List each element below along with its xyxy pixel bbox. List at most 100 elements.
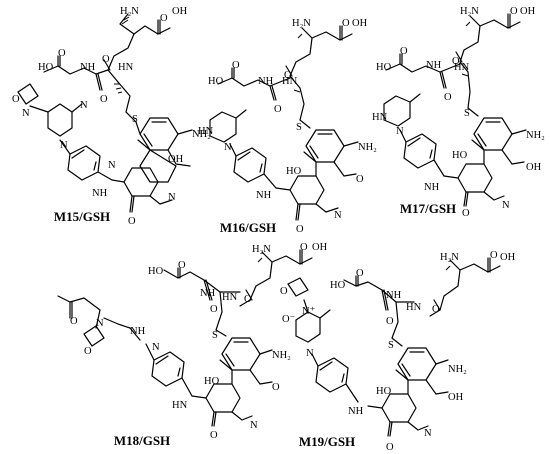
atom-label-o: O bbox=[356, 268, 364, 279]
atom-label-o: O bbox=[12, 94, 20, 105]
atom-label-o-ox: O⁻ bbox=[282, 314, 295, 325]
atom-label-o: O bbox=[210, 430, 218, 441]
atom-label-n: N bbox=[22, 108, 30, 119]
atom-label-o: O bbox=[232, 60, 240, 71]
label-m16: M16/GSH bbox=[220, 220, 276, 235]
atom-label-hn: HN bbox=[406, 302, 422, 313]
atom-label-hn: HN bbox=[372, 112, 388, 123]
atom-label-o: O bbox=[386, 316, 394, 327]
atom-label-n-ox: N⁺ bbox=[302, 306, 315, 317]
atom-label-o: O bbox=[490, 250, 498, 261]
atom-label-o: O bbox=[272, 382, 280, 393]
atom-label-o: O bbox=[462, 208, 470, 219]
atom-label-hn: HN bbox=[118, 62, 134, 73]
atom-label-s: S bbox=[388, 340, 394, 351]
molecule-m15 bbox=[17, 13, 193, 213]
atom-label-h2n: H₂N bbox=[460, 6, 479, 17]
atom-label-o: O bbox=[296, 224, 304, 235]
atom-label-n: N bbox=[96, 318, 104, 329]
atom-label-nh: NH bbox=[130, 326, 146, 337]
atom-label-o: O bbox=[128, 216, 136, 227]
atom-label-hn: HN bbox=[454, 62, 470, 73]
atom-label-h2n: H₂N bbox=[120, 6, 139, 17]
atom-label-ho: HO bbox=[330, 280, 346, 291]
atom-label-s: S bbox=[212, 330, 218, 341]
atom-label-nh2: NH₂ bbox=[358, 142, 377, 153]
atom-label-n: N bbox=[60, 140, 68, 151]
atom-label-hn: HN bbox=[172, 400, 188, 411]
atom-label-o: O bbox=[178, 260, 186, 271]
atom-label-nh: NH bbox=[258, 76, 274, 87]
atom-label-nh2: NH₂ bbox=[272, 350, 291, 361]
atom-label-oh: OH bbox=[168, 154, 184, 165]
atom-label-o: O bbox=[102, 54, 110, 65]
molecule-m17 bbox=[383, 13, 527, 207]
atom-label-nh: NH bbox=[426, 60, 442, 71]
atom-label-nh: NH bbox=[256, 190, 272, 201]
atom-label-n: N bbox=[250, 420, 258, 431]
atom-label-o: O bbox=[280, 286, 288, 297]
atom-label-o: O bbox=[244, 294, 252, 305]
atom-label-oh: OH bbox=[448, 392, 464, 403]
atom-label-oh: OH bbox=[352, 18, 368, 29]
atom-label-ho: HO bbox=[204, 376, 220, 387]
atom-label-nh: NH bbox=[348, 406, 364, 417]
atom-label-ho: HO bbox=[208, 76, 224, 87]
atom-label-nh: NH bbox=[386, 290, 402, 301]
atom-label-n: N bbox=[168, 192, 176, 203]
atom-label-h2n: H₂N bbox=[292, 18, 311, 29]
atom-label-o: O bbox=[432, 304, 440, 315]
atom-label-o: O bbox=[452, 56, 460, 67]
atom-label-o: O bbox=[510, 6, 518, 17]
atom-label-s: S bbox=[132, 114, 138, 125]
atom-label-oh: OH bbox=[500, 252, 516, 263]
atom-label-o: O bbox=[284, 70, 292, 81]
atom-label-h2n: H₂N bbox=[440, 252, 459, 263]
atom-label-o: O bbox=[58, 48, 66, 59]
atom-label-n: N bbox=[108, 160, 116, 171]
molecule-m16 bbox=[209, 25, 359, 221]
atom-label-n: N bbox=[306, 348, 314, 359]
atom-label-nh: NH bbox=[80, 62, 96, 73]
atom-label-nh2: NH₂ bbox=[526, 130, 545, 141]
atom-label-hn: HN bbox=[282, 76, 298, 87]
label-m18: M18/GSH bbox=[114, 433, 170, 448]
atom-label-o: O bbox=[386, 442, 394, 453]
atom-label-ho: HO bbox=[376, 62, 392, 73]
atom-label-n: N bbox=[80, 100, 88, 111]
atom-label-oh: OH bbox=[172, 6, 188, 17]
atom-label-n: N bbox=[334, 210, 342, 221]
atom-label-s: S bbox=[296, 122, 302, 133]
atom-label-nh2: NH₂ bbox=[448, 364, 467, 375]
atom-label-n: N bbox=[152, 342, 160, 353]
label-m15: M15/GSH bbox=[54, 209, 110, 224]
atom-label-n: N bbox=[502, 200, 510, 211]
atom-label-oh: OH bbox=[520, 6, 536, 17]
atom-label-o: O bbox=[100, 94, 108, 105]
atom-label-n: N bbox=[224, 142, 232, 153]
label-m19: M19/GSH bbox=[299, 434, 355, 449]
atom-label-nh: NH bbox=[424, 182, 440, 193]
atom-label-o: O bbox=[210, 304, 218, 315]
atom-label-ho: HO bbox=[376, 386, 392, 397]
atom-label-nh: NH bbox=[92, 188, 108, 199]
atom-label-nh: NH bbox=[200, 288, 216, 299]
molecule-m19 bbox=[287, 257, 501, 437]
atom-label-o: O bbox=[300, 242, 308, 253]
atom-label-o: O bbox=[356, 174, 364, 185]
atom-label-o: O bbox=[400, 46, 408, 57]
atom-label-nh2: NH₂ bbox=[192, 129, 211, 140]
atom-label-o: O bbox=[70, 316, 78, 327]
atom-label-ho: HO bbox=[452, 150, 468, 161]
atom-label-ho: HO bbox=[148, 266, 164, 277]
atom-label-o: O bbox=[84, 346, 92, 357]
atom-label-oh: OH bbox=[526, 162, 542, 173]
atom-label-n: N bbox=[424, 428, 432, 439]
atom-label-h2n: H₂N bbox=[252, 244, 271, 255]
molecule-m18 bbox=[57, 249, 313, 427]
atom-label-o: O bbox=[444, 92, 452, 103]
atom-label-hn: HN bbox=[222, 292, 238, 303]
atom-label-ho: HO bbox=[38, 62, 54, 73]
